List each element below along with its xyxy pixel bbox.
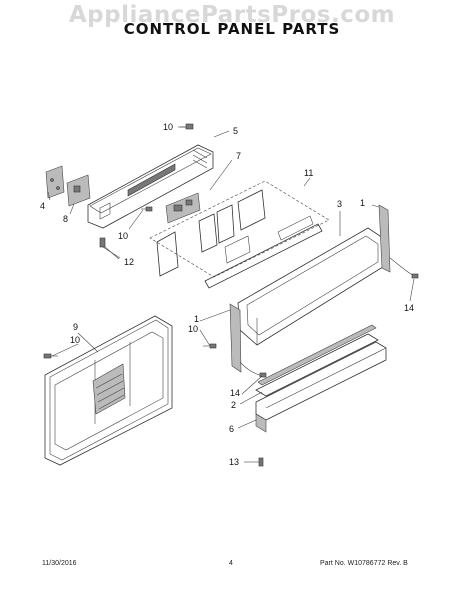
callout-5: 5 [233, 126, 239, 136]
part-4-board [45, 165, 65, 199]
callout-10: 10 [163, 122, 174, 132]
part-10-screw-mid [141, 206, 153, 212]
part-7-control-board [165, 192, 201, 224]
callout-10-backguard: 10 [70, 335, 81, 345]
callout-9: 9 [73, 322, 79, 332]
part-11-overlay [149, 180, 330, 289]
leader-lines [47, 126, 415, 463]
callout-13: 13 [229, 457, 240, 467]
part-10-screw-top [180, 123, 194, 130]
callout-10-mid: 10 [118, 231, 129, 241]
footer-page-number: 4 [229, 560, 233, 567]
part-13-screw [258, 457, 264, 467]
part-3-console [237, 227, 387, 346]
part-12-clip [99, 237, 121, 259]
callout-1: 1 [360, 198, 366, 208]
footer-part-number: Part No. W10786772 Rev. B [320, 560, 408, 567]
watermark: AppliancePartsPros.com [68, 2, 396, 28]
callout-2: 2 [231, 400, 237, 410]
footer-date: 11/30/2016 [42, 560, 77, 567]
callout-7: 7 [236, 151, 242, 161]
callout-8: 8 [63, 214, 69, 224]
part-5-rear-panel [87, 144, 214, 229]
part-14-harness-left [239, 361, 267, 378]
callout-3: 3 [337, 199, 343, 209]
callout-14: 14 [404, 303, 415, 313]
part-1-endcap-right [378, 204, 391, 273]
part-10-screw-bracket [203, 343, 217, 349]
callout-6: 6 [229, 424, 235, 434]
part-6-rail [255, 341, 387, 433]
part-8-board [66, 174, 91, 207]
callout-12: 12 [124, 257, 135, 267]
part-1-endcap-left [229, 303, 242, 373]
callout-14-left: 14 [230, 388, 241, 398]
callout-10-bracket: 10 [188, 324, 199, 334]
page-title: CONTROL PANEL PARTS [123, 20, 341, 38]
callout-1-left: 1 [194, 314, 200, 324]
part-9-backguard [44, 315, 173, 466]
callout-11: 11 [304, 168, 314, 178]
callout-4: 4 [40, 201, 46, 211]
part-10-screw-backguard [43, 353, 58, 359]
part-2-trim [255, 324, 379, 397]
part-14-harness-right [389, 257, 419, 279]
